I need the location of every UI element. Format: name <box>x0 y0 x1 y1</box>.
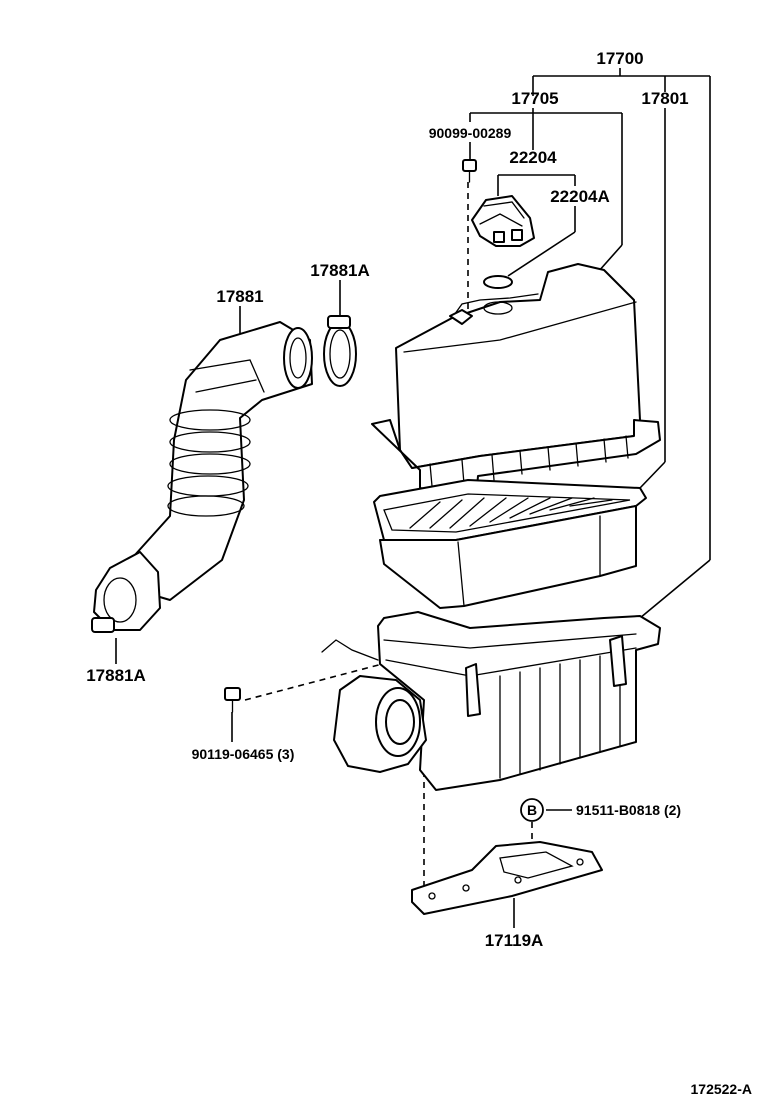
label-17700: 17700 <box>596 49 643 68</box>
label-17801: 17801 <box>641 89 688 108</box>
hose-clamp-bottom <box>91 617 115 633</box>
mounting-bracket <box>411 841 603 915</box>
label-22204: 22204 <box>509 148 557 167</box>
screw-top <box>462 159 477 183</box>
part-labels: 17700 17705 17801 90099-00289 22204 2220… <box>86 49 752 1097</box>
o-ring <box>483 275 513 289</box>
bolt-90119 <box>224 687 241 713</box>
leader-lines <box>115 68 711 928</box>
air-flow-meter <box>471 195 535 247</box>
label-91511-B0818: 91511-B0818 (2) <box>576 802 681 818</box>
label-17119A: 17119A <box>485 931 544 950</box>
figure-code: 172522-A <box>691 1081 753 1097</box>
label-17881A-top: 17881A <box>310 261 370 280</box>
label-90119-06465: 90119-06465 (3) <box>192 746 295 762</box>
label-90099-00289: 90099-00289 <box>429 125 512 141</box>
intake-hose <box>93 321 313 631</box>
label-17881: 17881 <box>216 287 263 306</box>
filter-element <box>373 479 647 609</box>
label-17881A-bottom: 17881A <box>86 666 146 685</box>
hose-clamp-top <box>323 315 357 387</box>
marker-circle-b <box>520 798 544 822</box>
label-17705: 17705 <box>511 89 558 108</box>
air-cleaner-case <box>321 611 661 791</box>
label-22204A: 22204A <box>550 187 610 206</box>
air-cleaner-cap <box>371 263 661 499</box>
marker-b: B <box>527 802 537 818</box>
